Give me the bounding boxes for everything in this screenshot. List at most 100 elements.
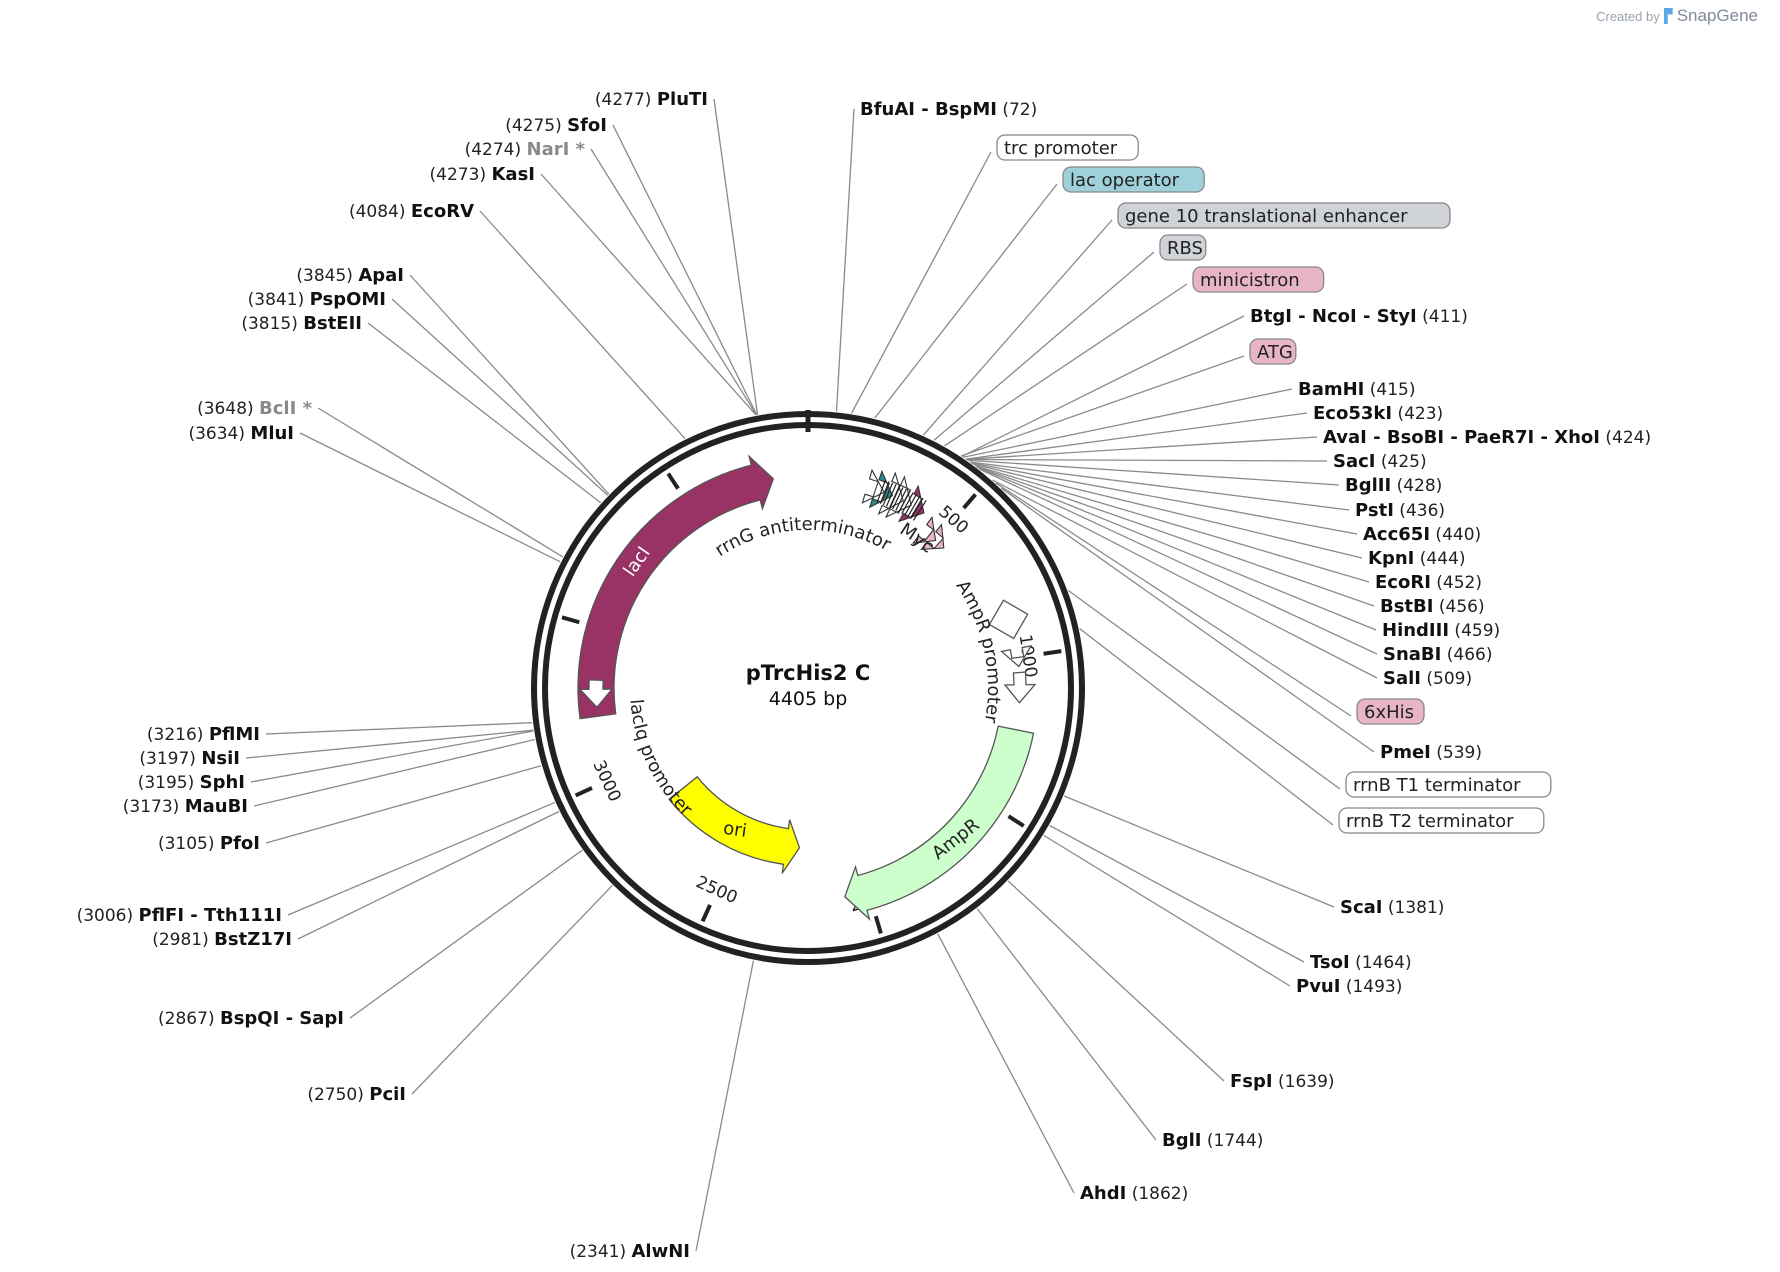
site-name: PvuI bbox=[1296, 976, 1340, 997]
arc-label-rrng: rrnG antiterminator bbox=[711, 514, 895, 561]
mcs-feature-mark bbox=[920, 523, 945, 551]
leader-line bbox=[974, 465, 1370, 583]
site-name: BglI bbox=[1162, 1130, 1201, 1151]
arc-label-rrng-text: rrnG antiterminator bbox=[711, 514, 895, 561]
site-labels: (4277) PluTI(4275) SfoI(4274) NarI *(427… bbox=[77, 89, 1652, 1262]
site-pos: (415) bbox=[1364, 380, 1415, 400]
laciq-promoter-arrow bbox=[578, 679, 614, 709]
site-name: BstZ17I bbox=[214, 929, 292, 950]
mcs-tick bbox=[876, 479, 887, 503]
site-name: PspOMI bbox=[310, 289, 386, 310]
site-name: BamHI bbox=[1298, 379, 1364, 400]
leader-line bbox=[961, 315, 1245, 458]
site-name: SfoI bbox=[567, 115, 607, 136]
site-name: ScaI bbox=[1340, 897, 1382, 918]
site-name: EcoRV bbox=[411, 201, 474, 222]
mcs-tick bbox=[904, 494, 918, 516]
site-pos: (423) bbox=[1392, 404, 1443, 424]
tick-mark bbox=[666, 472, 680, 490]
site-name: NarI bbox=[527, 139, 570, 160]
site-name: EcoRI bbox=[1375, 572, 1431, 593]
site-label-alwni: (2341) AlwNI bbox=[570, 1241, 690, 1262]
site-label-tsoi: TsoI (1464) bbox=[1310, 952, 1412, 973]
leader-line bbox=[479, 210, 686, 440]
site-label-hindiii: HindIII (459) bbox=[1382, 620, 1500, 641]
site-name: BglII bbox=[1345, 475, 1391, 496]
leader-line bbox=[1043, 834, 1291, 987]
site-label-avai-bsobi-paer7i-xhoi: AvaI - BsoBI - PaeR7I - XhoI (424) bbox=[1323, 427, 1651, 448]
leader-line bbox=[250, 730, 534, 783]
leader-line bbox=[937, 933, 1075, 1194]
mcs-tick bbox=[910, 497, 924, 519]
plasmid-length: 4405 bp bbox=[769, 688, 848, 710]
box-label-rrnb-t2-terminator: rrnB T2 terminator bbox=[1346, 811, 1514, 832]
site-name: Eco53kI bbox=[1313, 403, 1392, 424]
credit-prefix: Created by bbox=[1596, 8, 1660, 24]
box-label-rbs: RBS bbox=[1167, 238, 1203, 259]
box-rrnb-t2-terminator bbox=[1338, 807, 1545, 834]
site-label-nsii: (3197) NsiI bbox=[139, 748, 240, 769]
leader-line bbox=[349, 849, 583, 1019]
leader-line bbox=[874, 183, 1058, 419]
site-name: PflFI - Tth111I bbox=[139, 905, 283, 926]
tick-mark bbox=[700, 904, 712, 923]
arc-label-ampr-promoter-text: AmpR promoter bbox=[952, 576, 1005, 725]
site-pos: (1862) bbox=[1126, 1184, 1188, 1204]
site-label-btgi-ncoi-styi: BtgI - NcoI - StyI (411) bbox=[1250, 306, 1468, 327]
site-pos: (4274) bbox=[465, 140, 527, 160]
leader-line bbox=[922, 219, 1113, 436]
leader-line bbox=[979, 468, 1378, 655]
leader-line bbox=[971, 462, 1358, 535]
tick-label: 3000 bbox=[588, 757, 624, 805]
plasmid-name: pTrcHis2 C bbox=[746, 661, 870, 685]
leader-line bbox=[265, 722, 533, 735]
site-label-bfuai-bspmi: BfuAI - BspMI (72) bbox=[860, 99, 1037, 120]
leader-line bbox=[1000, 487, 1375, 753]
ampr-promoter-arrow bbox=[1003, 671, 1037, 704]
leader-line bbox=[965, 412, 1308, 460]
site-pos: (2341) bbox=[570, 1242, 632, 1262]
site-pos: (466) bbox=[1441, 645, 1492, 665]
site-label-sphi: (3195) SphI bbox=[138, 772, 245, 793]
site-pos: (2981) bbox=[152, 930, 214, 950]
box-rrnb-t1-terminator bbox=[1345, 771, 1552, 798]
leader-line bbox=[287, 801, 555, 916]
leader-line bbox=[995, 482, 1352, 717]
arc-label-laciq: lacIq promoter bbox=[625, 698, 696, 820]
tick-mark bbox=[1007, 814, 1025, 828]
mcs-feature-mark bbox=[861, 468, 885, 504]
feature-box bbox=[988, 599, 1029, 640]
site-label-psti: PstI (436) bbox=[1355, 500, 1445, 521]
site-name: MauBI bbox=[185, 796, 248, 817]
site-label-pspomi: (3841) PspOMI bbox=[248, 289, 386, 310]
site-pos: (3197) bbox=[139, 749, 201, 769]
box-label-rrnb-t1-terminator: rrnB T1 terminator bbox=[1353, 775, 1521, 796]
leader-line bbox=[967, 459, 1340, 486]
site-name: SalI bbox=[1383, 668, 1421, 689]
site-pos: (1493) bbox=[1340, 977, 1402, 997]
box-label-gene-10-translational-enhancer: gene 10 translational enhancer bbox=[1125, 206, 1408, 227]
site-label-bsteii: (3815) BstEII bbox=[241, 313, 362, 334]
site-pos: (3195) bbox=[138, 773, 200, 793]
site-label-ecori: EcoRI (452) bbox=[1375, 572, 1482, 593]
site-pos: (4273) bbox=[430, 165, 492, 185]
leader-line bbox=[590, 148, 757, 416]
leader-line bbox=[265, 765, 542, 844]
leader-line bbox=[976, 908, 1157, 1141]
site-pos: (3006) bbox=[77, 906, 139, 926]
leader-line bbox=[245, 729, 534, 759]
leader-line bbox=[612, 124, 758, 416]
site-pos: (3216) bbox=[147, 725, 209, 745]
site-pos: (4277) bbox=[595, 90, 657, 110]
mcs-tick bbox=[901, 492, 914, 514]
site-pos: (2867) bbox=[158, 1009, 220, 1029]
site-name: Acc65I bbox=[1363, 524, 1430, 545]
site-pos: (3845) bbox=[296, 266, 358, 286]
site-name: AlwNI bbox=[632, 1241, 691, 1262]
leader-line bbox=[944, 283, 1188, 447]
box-rbs bbox=[1159, 234, 1207, 261]
mcs-tick bbox=[882, 482, 894, 506]
box-trc-promoter bbox=[996, 134, 1139, 161]
site-label-bstbi: BstBI (456) bbox=[1380, 596, 1485, 617]
site-label-pfoi: (3105) PfoI bbox=[158, 833, 260, 854]
